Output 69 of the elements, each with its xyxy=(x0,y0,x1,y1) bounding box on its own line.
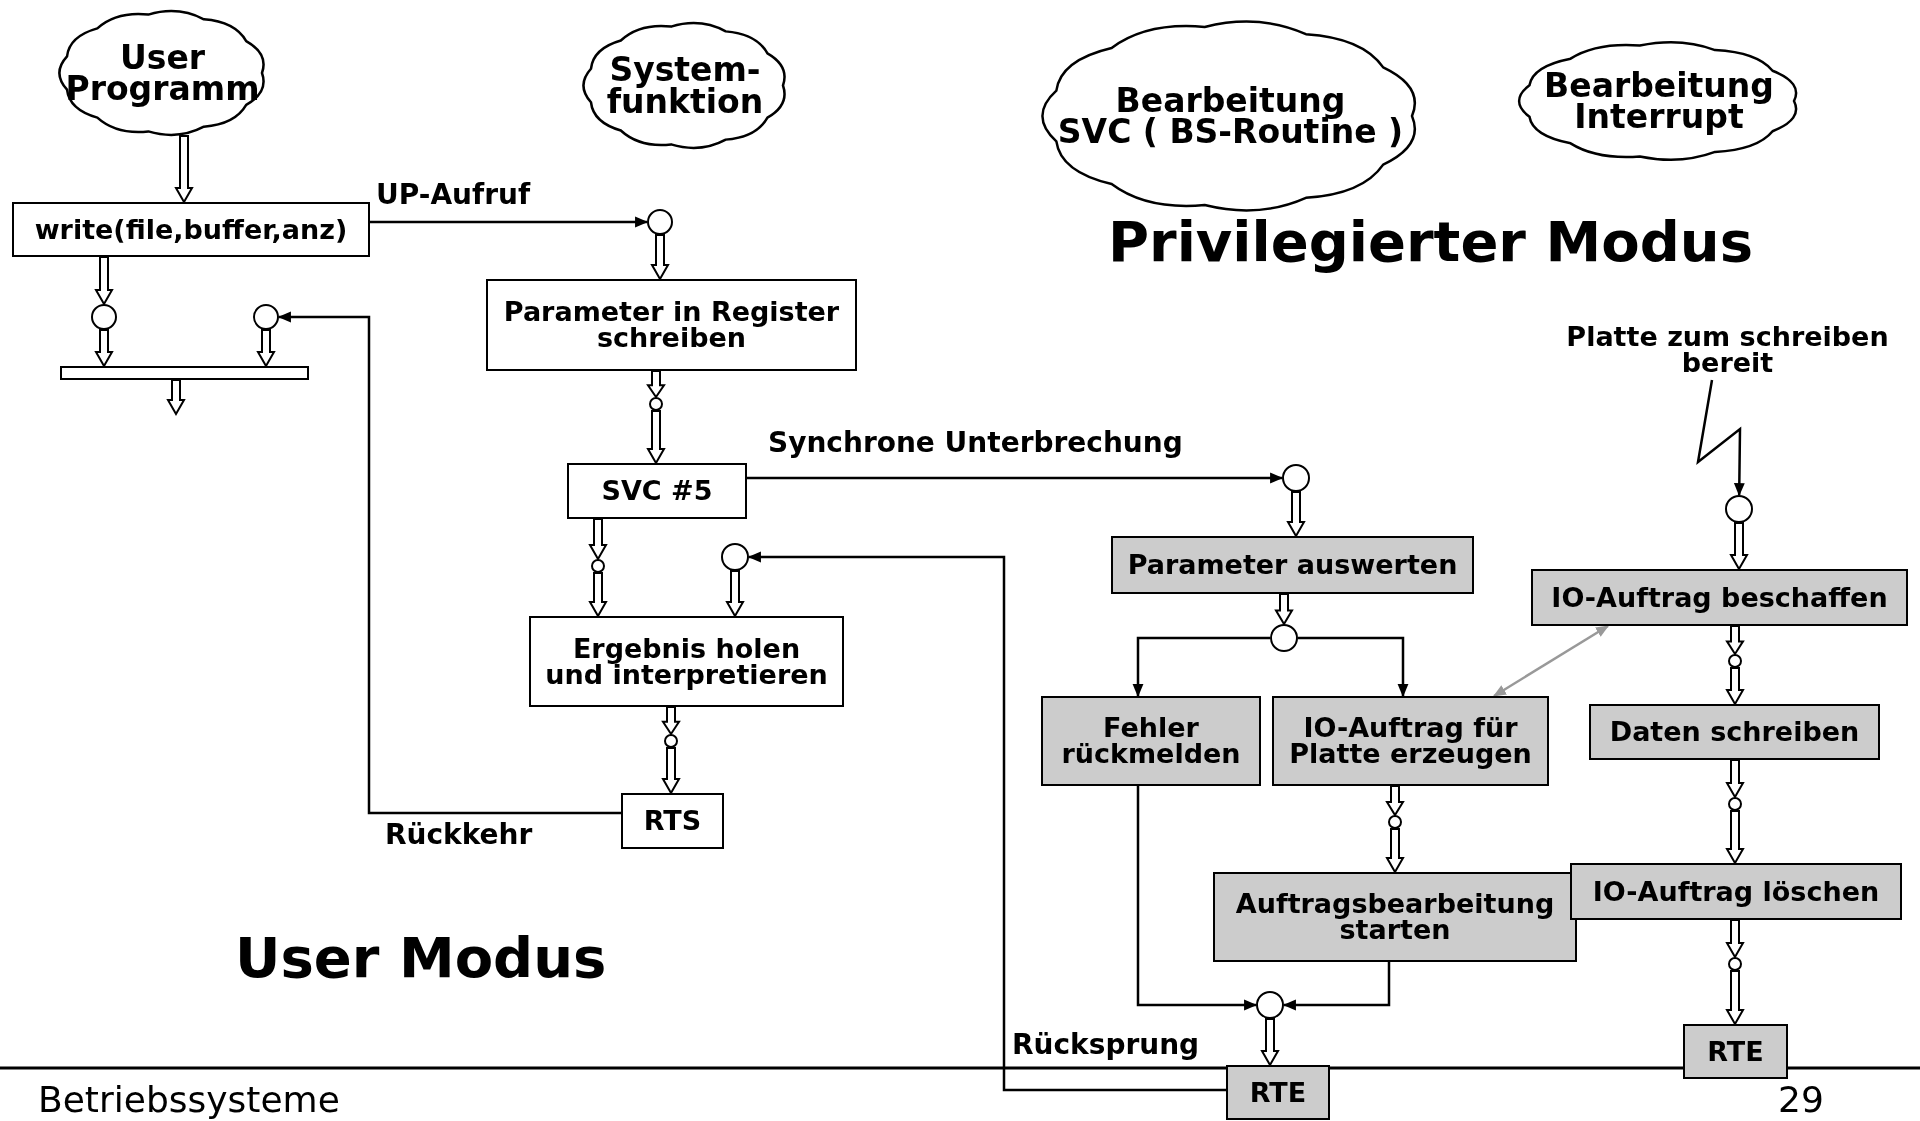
place-circle xyxy=(1270,624,1298,652)
place-circle xyxy=(664,734,678,748)
block-arrow xyxy=(1725,810,1745,865)
arrow xyxy=(1282,962,1391,1011)
block-arrow xyxy=(661,747,681,795)
arrow xyxy=(1132,636,1270,698)
process-box: Parameter auswerten xyxy=(1111,536,1474,594)
process-box: RTE xyxy=(1683,1024,1788,1079)
footer-text: Betriebssysteme xyxy=(38,1082,340,1118)
process-box: Daten schreiben xyxy=(1589,704,1880,760)
place-circle xyxy=(647,209,673,235)
place-circle xyxy=(1728,797,1742,811)
block-arrow xyxy=(1385,785,1405,817)
place-circle xyxy=(91,304,117,330)
block-arrow xyxy=(1725,919,1745,959)
transition-bar xyxy=(60,366,309,380)
block-arrow xyxy=(1260,1018,1280,1067)
event-label: Platte zum schreiben bereit xyxy=(1540,320,1915,380)
place-circle xyxy=(649,397,663,411)
block-arrow xyxy=(588,572,608,618)
block-arrow xyxy=(1725,759,1745,799)
block-arrow xyxy=(646,370,666,399)
place-circle xyxy=(591,559,605,573)
block-arrow xyxy=(1725,625,1745,656)
arrow xyxy=(747,551,1226,1092)
block-arrow xyxy=(1385,828,1405,874)
place-circle xyxy=(1728,654,1742,668)
place-circle xyxy=(253,304,279,330)
process-box: IO-Auftrag für Platte erzeugen xyxy=(1272,696,1549,786)
block-arrow xyxy=(646,410,666,465)
place-circle xyxy=(721,543,749,571)
page-number: 29 xyxy=(1778,1082,1824,1118)
block-arrow xyxy=(166,379,186,416)
arrow xyxy=(1136,786,1258,1011)
arrow xyxy=(370,216,649,228)
place-circle xyxy=(1728,957,1742,971)
place-circle xyxy=(1256,991,1284,1019)
arrow xyxy=(277,311,621,815)
block-arrow xyxy=(174,135,194,204)
process-box: write(file,buffer,anz) xyxy=(12,202,370,257)
double-arrow xyxy=(1493,624,1609,698)
block-arrow xyxy=(588,518,608,561)
arrow xyxy=(747,472,1284,484)
block-arrow xyxy=(1725,970,1745,1026)
process-box: Parameter in Register schreiben xyxy=(486,279,857,371)
block-arrow xyxy=(661,706,681,736)
lightning-arrow xyxy=(1696,379,1745,497)
process-box: RTE xyxy=(1226,1065,1330,1120)
process-box: Ergebnis holen und interpretieren xyxy=(529,616,844,707)
place-circle xyxy=(1388,815,1402,829)
place-circle xyxy=(1725,495,1753,523)
process-box: SVC #5 xyxy=(567,463,747,519)
arrow xyxy=(1298,636,1409,698)
block-arrow xyxy=(650,234,670,281)
mode-heading: User Modus xyxy=(235,930,607,986)
block-arrow xyxy=(725,570,745,618)
block-arrow xyxy=(94,329,114,368)
process-box: Fehler rückmelden xyxy=(1041,696,1261,786)
place-circle xyxy=(1282,464,1310,492)
block-arrow xyxy=(1725,667,1745,706)
block-arrow xyxy=(1286,491,1306,538)
block-arrow xyxy=(94,256,114,306)
block-arrow xyxy=(1274,593,1294,626)
process-box: IO-Auftrag löschen xyxy=(1570,863,1902,920)
process-box: Auftragsbearbeitung starten xyxy=(1213,872,1577,962)
block-arrow xyxy=(256,329,276,368)
process-box: IO-Auftrag beschaffen xyxy=(1531,569,1908,626)
process-box: RTS xyxy=(621,793,724,849)
block-arrow xyxy=(1729,522,1749,571)
